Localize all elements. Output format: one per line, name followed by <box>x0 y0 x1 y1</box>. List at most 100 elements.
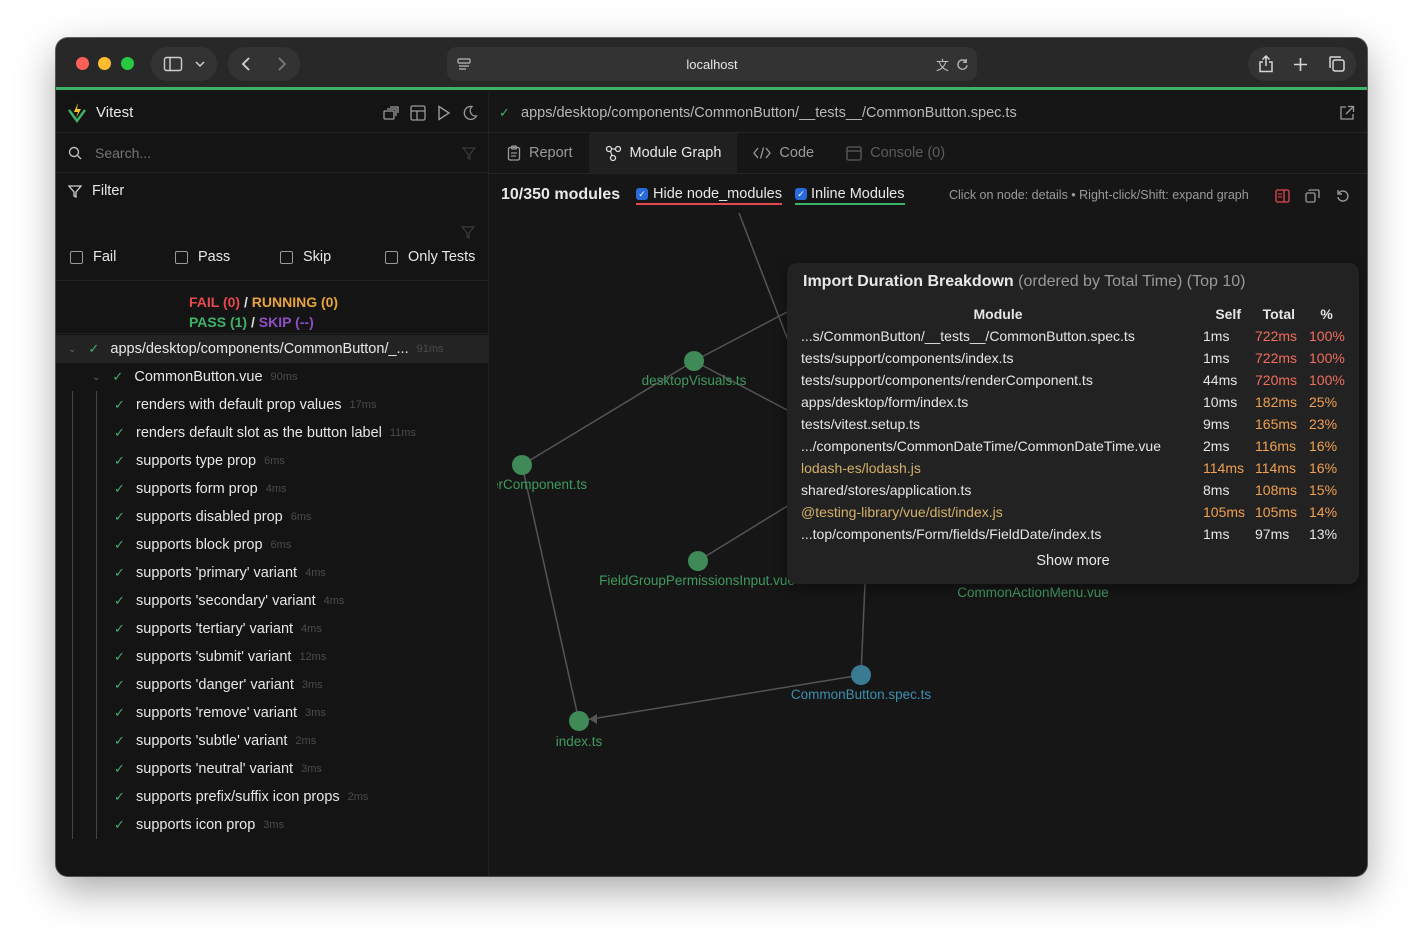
tab-console[interactable]: Console (0) <box>830 133 961 173</box>
test-suite-row[interactable]: ⌄ ✓ CommonButton.vue 90ms <box>56 363 489 391</box>
dark-mode-icon[interactable] <box>462 105 478 121</box>
breakdown-module[interactable]: tests/support/components/renderComponent… <box>801 372 1093 388</box>
breakdown-row[interactable]: tests/support/components/renderComponent… <box>801 369 1345 391</box>
inline-modules-toggle[interactable]: ✓ Inline Modules <box>795 186 905 205</box>
tab-report[interactable]: Report <box>491 133 589 173</box>
sidebar-icon[interactable] <box>163 56 183 72</box>
translate-icon[interactable]: 文 <box>935 57 949 73</box>
tab-overview-icon[interactable] <box>1328 55 1346 73</box>
clear-filter-icon[interactable] <box>462 146 476 160</box>
graph-node-root[interactable] <box>851 665 871 685</box>
breakdown-panel-icon[interactable] <box>1275 189 1290 203</box>
breakdown-row[interactable]: .../components/CommonDateTime/CommonDate… <box>801 435 1345 457</box>
forward-icon[interactable] <box>277 57 287 71</box>
fail-checkbox[interactable] <box>70 250 83 264</box>
minimize-window-button[interactable] <box>98 57 111 70</box>
breakdown-module[interactable]: apps/desktop/form/index.ts <box>801 394 969 410</box>
main-panel: ✓ apps/desktop/components/CommonButton/_… <box>489 93 1367 876</box>
page-settings-icon[interactable] <box>457 57 471 71</box>
graph-node-label[interactable]: CommonActionMenu.vue <box>957 585 1109 600</box>
navigation-group <box>228 47 300 81</box>
breakdown-module[interactable]: lodash-es/lodash.js <box>801 460 921 476</box>
pass-checkbox[interactable] <box>175 250 188 264</box>
skip-checkbox[interactable] <box>280 250 293 264</box>
graph-node[interactable] <box>684 351 704 371</box>
dashboard-icon[interactable] <box>410 104 426 121</box>
open-external-icon[interactable] <box>1339 105 1355 121</box>
filter-pass[interactable]: Pass <box>175 249 230 265</box>
graph-node-label[interactable]: CommonButton.spec.ts <box>790 687 932 702</box>
share-icon[interactable] <box>1258 55 1274 73</box>
chevron-down-icon[interactable]: ⌄ <box>68 343 77 355</box>
new-tab-icon[interactable] <box>1293 57 1308 72</box>
address-bar[interactable]: localhost 文 <box>447 47 977 81</box>
hide-node-modules-checkbox[interactable]: ✓ <box>636 188 648 200</box>
close-window-button[interactable] <box>76 57 89 70</box>
check-icon: ✓ <box>114 453 125 468</box>
search-input[interactable] <box>95 144 435 161</box>
sidebar-toggle-group[interactable] <box>151 47 217 81</box>
graph-node-label[interactable]: index.ts <box>555 734 603 749</box>
filter-fail[interactable]: Fail <box>70 249 116 265</box>
graph-node[interactable] <box>688 551 708 571</box>
breakdown-module[interactable]: .../components/CommonDateTime/CommonDate… <box>801 438 1161 454</box>
breakdown-module[interactable]: shared/stores/application.ts <box>801 482 972 498</box>
hide-node-modules-toggle[interactable]: ✓ Hide node_modules <box>636 186 782 205</box>
collapse-all-icon[interactable] <box>383 105 399 121</box>
address-text: localhost <box>686 56 738 72</box>
breakdown-module[interactable]: tests/support/components/index.ts <box>801 350 1014 366</box>
graph-node-label[interactable]: desktopVisuals.ts <box>641 373 747 388</box>
reset-filter-icon[interactable] <box>461 225 475 239</box>
graph-node[interactable] <box>512 455 532 475</box>
zoom-window-button[interactable] <box>121 57 134 70</box>
expand-graph-icon[interactable] <box>1305 189 1320 203</box>
reload-icon[interactable] <box>956 58 969 71</box>
breakdown-module[interactable]: @testing-library/vue/dist/index.js <box>801 504 1003 520</box>
clipboard-icon <box>507 145 521 161</box>
tab-code[interactable]: Code <box>737 133 830 173</box>
graph-node[interactable] <box>569 711 589 731</box>
breakdown-module[interactable]: ...top/components/Form/fields/FieldDate/… <box>801 526 1102 542</box>
graph-node-label[interactable]: FieldGroupPermissionsInput.vue <box>599 573 795 588</box>
run-all-icon[interactable] <box>437 104 451 121</box>
breakdown-module[interactable]: tests/vitest.setup.ts <box>801 416 921 432</box>
breakdown-module[interactable]: ...s/CommonButton/__tests__/CommonButton… <box>801 328 1135 344</box>
breakdown-row[interactable]: ...top/components/Form/fields/FieldDate/… <box>801 523 1345 545</box>
tab-module-graph[interactable]: Module Graph <box>588 133 738 173</box>
test-case-duration: 3ms <box>263 819 285 831</box>
back-icon[interactable] <box>241 57 251 71</box>
filter-only-tests[interactable]: Only Tests <box>385 249 475 265</box>
chevron-down-icon[interactable]: ⌄ <box>92 371 101 383</box>
reset-graph-icon[interactable] <box>1336 189 1350 203</box>
inline-modules-checkbox[interactable]: ✓ <box>795 188 807 200</box>
breakdown-row[interactable]: ...s/CommonButton/__tests__/CommonButton… <box>801 325 1345 347</box>
chevron-down-icon[interactable] <box>195 60 205 68</box>
filter-skip[interactable]: Skip <box>280 249 331 265</box>
only-tests-checkbox[interactable] <box>385 250 398 264</box>
show-more-button[interactable]: Show more <box>1036 553 1110 569</box>
test-case-row[interactable]: ✓renders default slot as the button labe… <box>56 419 489 447</box>
test-file-row[interactable]: ⌄ ✓ apps/desktop/components/CommonButton… <box>56 335 489 363</box>
graph-node-label[interactable]: erComponent.ts <box>490 477 588 492</box>
